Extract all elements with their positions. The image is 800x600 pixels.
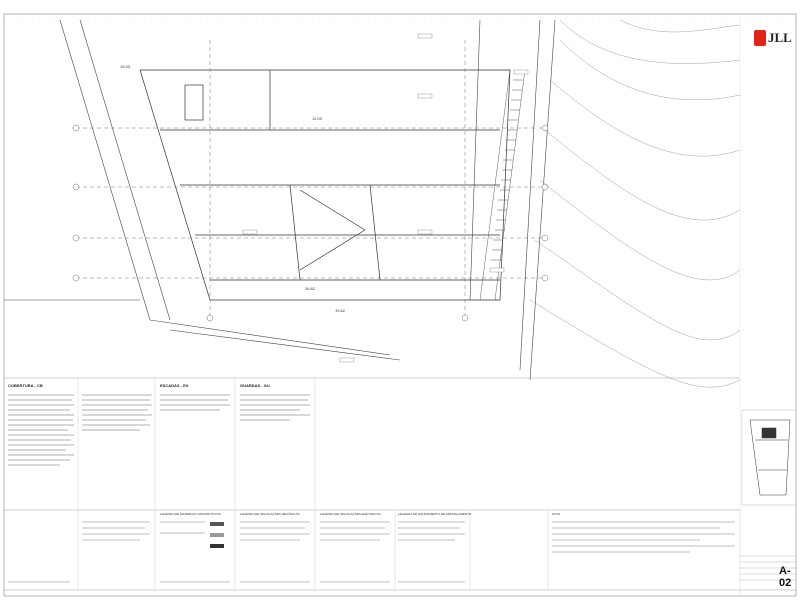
room-tags (242, 33, 529, 363)
section-title-guardas: GUARDAS - GU (240, 383, 270, 388)
dimension-label-3: 16.82 (305, 286, 316, 291)
legend-heading-notes: NOTA (552, 512, 560, 516)
grid-bubbles (72, 124, 549, 322)
legend-columns (77, 510, 741, 596)
site-outline (4, 19, 556, 381)
sheet-number: A-02 (779, 565, 792, 589)
jll-logo-mark (754, 30, 766, 46)
legend-heading-mechanical: LEGENDA DE INSTALAÇÕES MECÂNICAS (240, 511, 299, 516)
legend-heading-electrical: LEGENDA DE INSTALAÇÕES ELÉCTRICAS (320, 511, 380, 516)
grid-axes (76, 40, 545, 320)
section-title-escadas: ESCADAS - EX (160, 383, 189, 388)
legend-swatches (210, 522, 224, 548)
building-footprint (139, 69, 511, 301)
section-title-cobertura: COBERTURA - CB (8, 383, 43, 388)
jll-logo: JLL (754, 28, 800, 48)
key-plan (741, 409, 797, 506)
notes-text-block (8, 394, 310, 466)
dimension-label-4: 19.62 (335, 308, 346, 313)
dimension-label-1: 19.43 (120, 64, 131, 69)
title-block (740, 555, 796, 581)
terrain-contours (529, 19, 741, 388)
legend-text-lines (8, 521, 735, 583)
jll-logo-text: JLL (768, 30, 792, 45)
legend-heading-materials: LEGENDA DE MATERIAIS CONSTRUTIVOS (160, 512, 221, 516)
sheet-border (3, 13, 797, 597)
legend-heading-equipment: LEGENDA DE EQUIPAMENTO DE ABASTECIMENTO (398, 512, 472, 516)
dimension-label-2: 12.00 (312, 116, 323, 121)
